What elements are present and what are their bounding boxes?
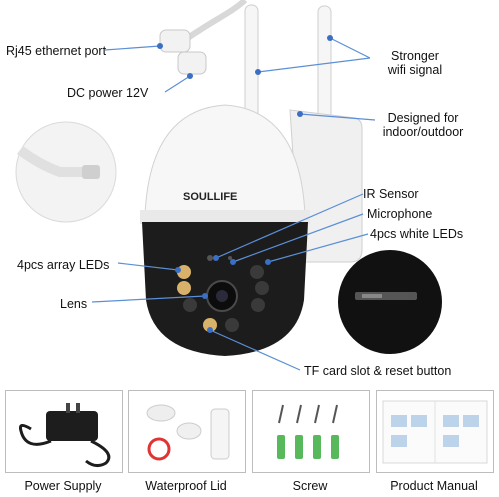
package-label-screw: Screw — [292, 479, 328, 493]
callout-lens: Lens — [60, 297, 88, 311]
package-label-waterproof-lid: Waterproof Lid — [145, 479, 227, 493]
camera-illustration — [15, 0, 442, 371]
callout-wifi-line2: wifi signal — [387, 63, 443, 77]
callout-rj45: Rj45 ethernet port — [6, 44, 107, 58]
package-panel-product-manual — [376, 390, 494, 473]
package-label-product-manual: Product Manual — [390, 479, 478, 493]
callout-indoor-line1: Designed for — [387, 111, 459, 125]
callout-ir-sensor: IR Sensor — [363, 187, 419, 201]
callout-microphone: Microphone — [367, 207, 433, 221]
callout-white-leds: 4pcs white LEDs — [370, 227, 464, 241]
product-manual-icon — [382, 400, 488, 464]
waterproof-lid-icon — [146, 404, 230, 461]
screw-icon — [277, 404, 339, 459]
power-supply-icon — [19, 403, 111, 468]
callout-indoor-outdoor: Designed for indoor/outdoor — [373, 111, 473, 139]
callout-wifi-line1: Stronger — [391, 49, 439, 63]
callout-dc-power: DC power 12V — [67, 86, 149, 100]
package-label-power-supply: Power Supply — [24, 479, 102, 493]
callout-indoor-line2: indoor/outdoor — [382, 125, 464, 139]
callout-tf-card: TF card slot & reset button — [304, 364, 452, 378]
callout-wifi: Stronger wifi signal — [370, 49, 460, 77]
package-panel-waterproof-lid — [128, 390, 246, 473]
callout-array-leds: 4pcs array LEDs — [17, 258, 110, 272]
package-panel-screw — [252, 390, 370, 473]
package-panel-power-supply — [5, 390, 123, 473]
brand-logo-text: SOULLIFE — [183, 191, 238, 203]
